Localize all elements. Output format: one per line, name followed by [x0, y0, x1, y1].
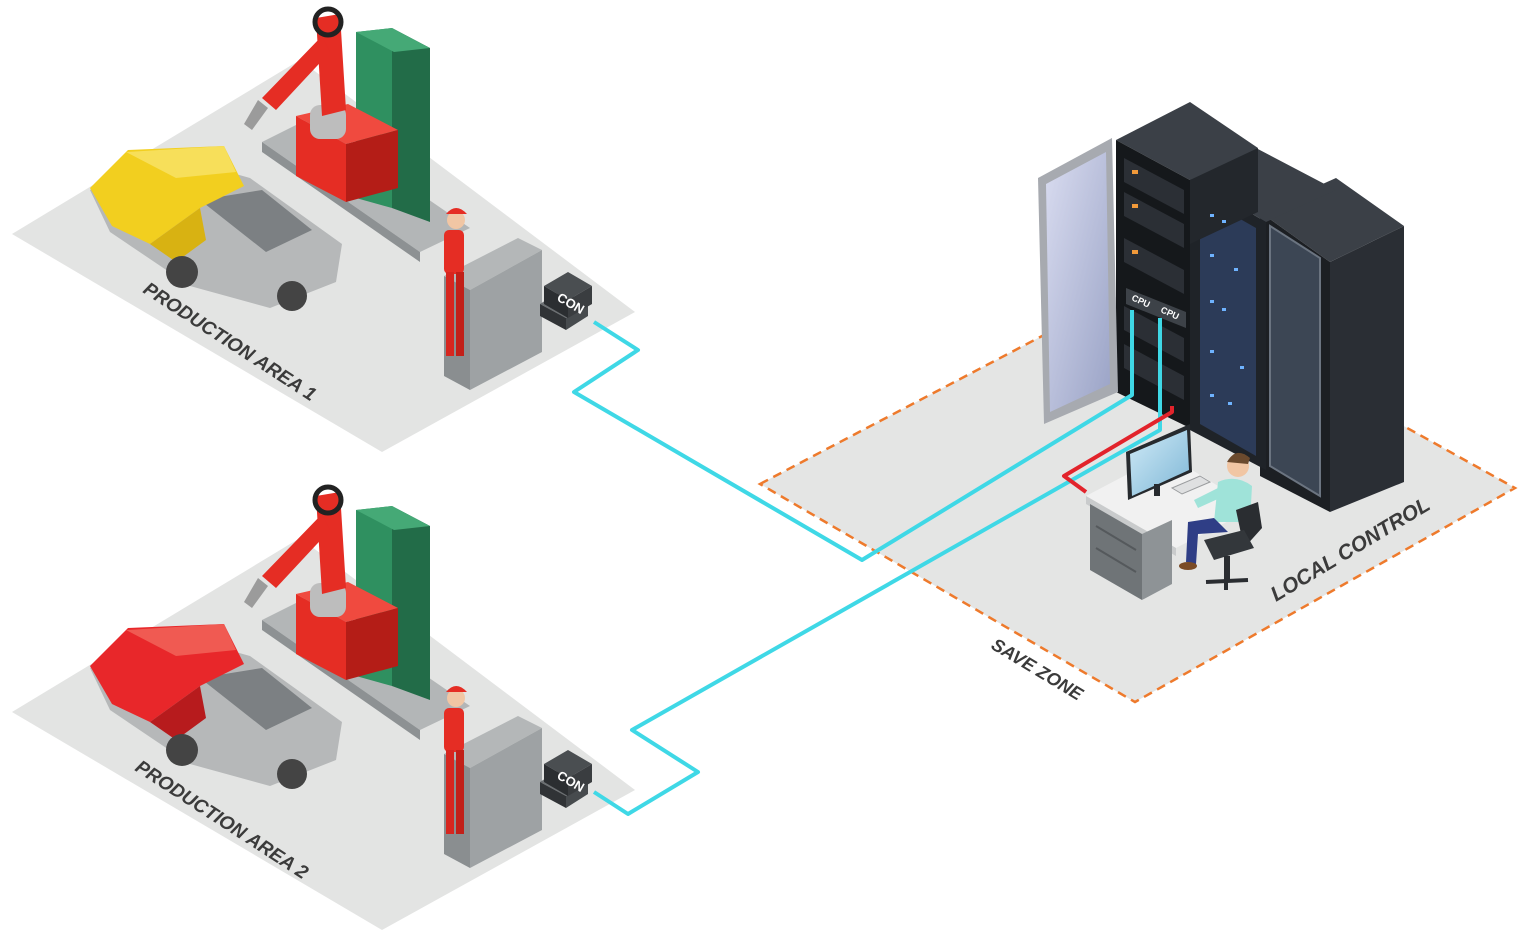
- local-control-station: [1086, 424, 1262, 600]
- controller-2: CON: [540, 750, 592, 808]
- cpu-modules: CPU CPU: [1126, 288, 1186, 328]
- production-area-2: CON PRODUCTION AREA 2: [12, 484, 635, 930]
- server-racks: CPU CPU: [1038, 102, 1404, 512]
- server-units: [1124, 158, 1184, 400]
- robot-arm-2: [244, 484, 398, 680]
- robot-arm-1: [244, 6, 398, 202]
- office-chair: [1204, 502, 1262, 590]
- car-2: [90, 624, 342, 789]
- link-area-2: [592, 318, 1162, 816]
- network-links: [572, 310, 1174, 816]
- production-area-1: CON PRODUCTION AREA 1: [12, 6, 635, 452]
- rack-glass-door: [1038, 138, 1118, 424]
- link-area-1: [572, 310, 1134, 562]
- save-zone-border: [757, 280, 1518, 704]
- controller-1: CON: [540, 272, 592, 330]
- worker-2: [444, 686, 467, 834]
- car-1: [90, 146, 342, 311]
- monitor: [1126, 424, 1192, 500]
- worker-1: [444, 208, 467, 356]
- link-local-control: [1062, 406, 1174, 494]
